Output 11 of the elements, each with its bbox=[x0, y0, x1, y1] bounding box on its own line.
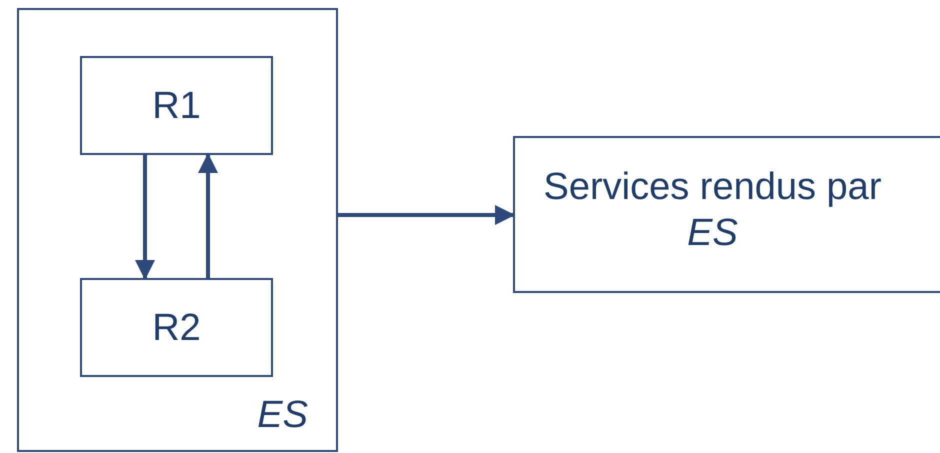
service-box bbox=[513, 136, 940, 293]
system-box bbox=[17, 8, 338, 452]
node-label: R2 bbox=[151, 306, 202, 350]
arrow bbox=[135, 155, 155, 280]
arrow bbox=[338, 205, 515, 225]
node-label: Services rendus par ES bbox=[542, 165, 882, 256]
node-label: R1 bbox=[151, 84, 202, 128]
component-box bbox=[80, 56, 273, 155]
component-box bbox=[80, 278, 273, 377]
arrow bbox=[198, 153, 218, 278]
node-label: ES bbox=[257, 393, 308, 438]
